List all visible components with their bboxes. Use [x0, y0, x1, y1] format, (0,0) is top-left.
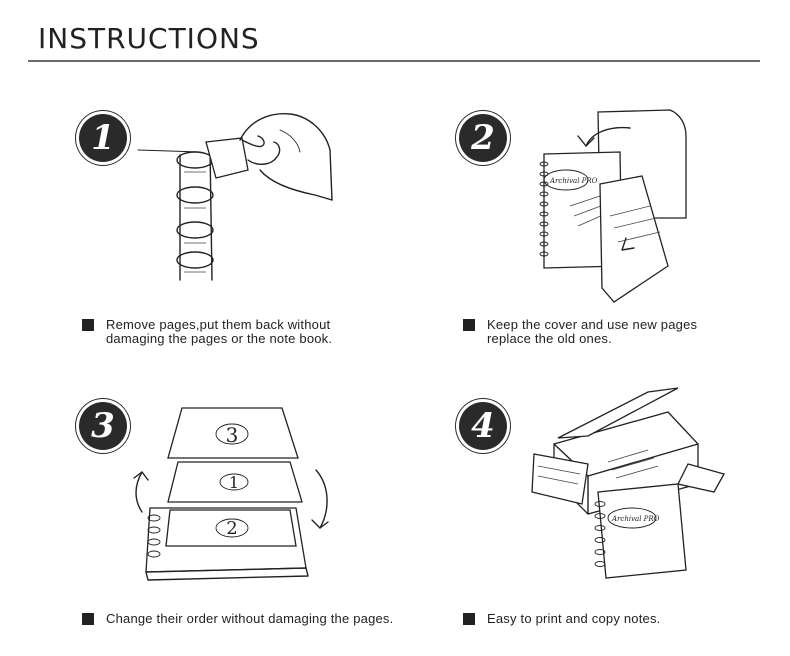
- page-label: 1: [229, 473, 239, 492]
- caption-line-2: damaging the pages or the note book.: [106, 331, 333, 346]
- step-number-badge: 4: [459, 402, 507, 450]
- page-title: INSTRUCTIONS: [38, 22, 260, 55]
- reorder-pages-illustration: 3 1 2: [133, 407, 329, 581]
- print-copy-illustration: Archival PRO: [531, 387, 725, 579]
- caption-line-1: Remove pages,put them back without: [106, 317, 331, 332]
- bullet-square: [82, 613, 94, 625]
- caption-line-1: Keep the cover and use new pages: [487, 317, 698, 332]
- step-number-badge: 3: [79, 402, 127, 450]
- bullet-square: [463, 319, 475, 331]
- replace-pages-illustration: Archival PRO: [539, 109, 687, 303]
- step-caption: Easy to print and copy notes.: [463, 612, 723, 628]
- step-caption: Remove pages,put them back without damag…: [82, 318, 382, 348]
- brand-mark: Archival PRO: [549, 177, 598, 185]
- brand-mark: Archival PRO: [611, 515, 660, 523]
- step-caption: Change their order without damaging the …: [82, 612, 412, 628]
- page-label: 3: [226, 423, 239, 447]
- step-number-badge: 1: [79, 114, 127, 162]
- bullet-square: [463, 613, 475, 625]
- step-number-badge: 2: [459, 114, 507, 162]
- step-caption: Keep the cover and use new pages replace…: [463, 318, 763, 348]
- title-divider: [28, 60, 760, 62]
- remove-pages-illustration: [137, 113, 333, 281]
- caption-line-1: Change their order without damaging the …: [106, 611, 394, 626]
- bullet-square: [82, 319, 94, 331]
- page-label: 2: [226, 518, 237, 539]
- caption-line-2: replace the old ones.: [487, 331, 612, 346]
- caption-line-1: Easy to print and copy notes.: [487, 611, 661, 626]
